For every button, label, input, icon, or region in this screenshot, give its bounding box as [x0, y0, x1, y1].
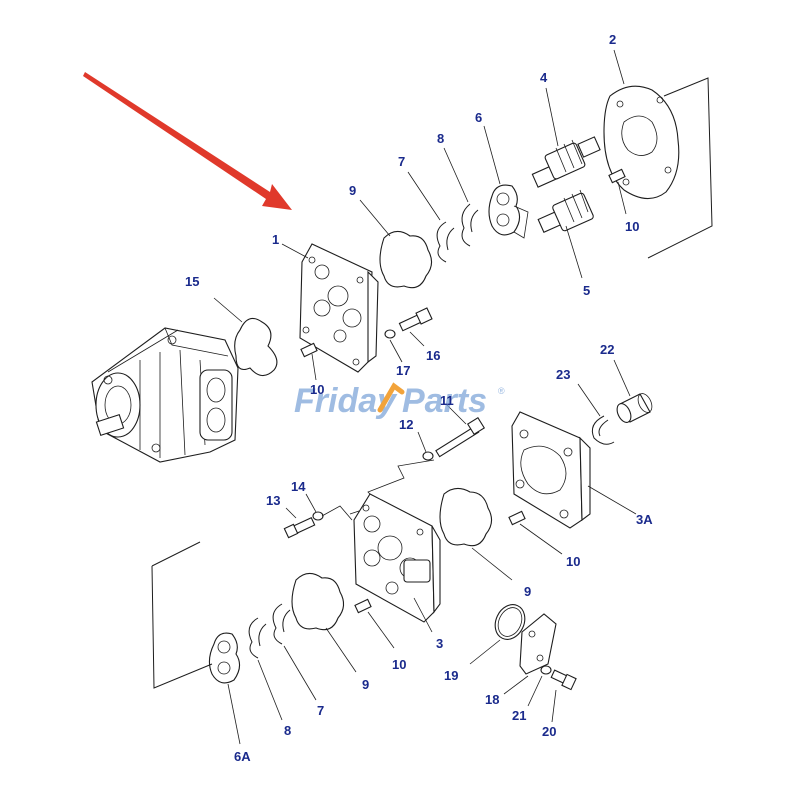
part-20-bolt	[550, 669, 577, 723]
part-8-ring-bottom	[248, 617, 283, 721]
label-8-top: 8	[437, 131, 444, 146]
part-22-bushing	[613, 359, 653, 423]
label-3: 3	[436, 636, 443, 651]
part-7-ring-top	[407, 171, 455, 263]
part-3-housing	[353, 493, 441, 633]
label-17: 17	[396, 363, 410, 378]
part-8-ring-top	[443, 147, 479, 247]
label-10-mid: 10	[566, 554, 580, 569]
part-6-spacer-top	[483, 125, 529, 239]
part-10-pin-top	[300, 342, 318, 381]
label-8-bottom: 8	[284, 723, 291, 738]
part-10-pin-bottom	[354, 598, 395, 649]
label-3a: 3A	[636, 512, 653, 527]
part-1-plate	[299, 243, 379, 373]
label-15: 15	[185, 274, 199, 289]
part-15-gasket	[234, 317, 278, 377]
watermark: Friday Parts ®	[294, 382, 505, 420]
label-23: 23	[556, 367, 570, 382]
label-9-mid: 9	[524, 584, 531, 599]
part-5-driven-gear	[537, 189, 594, 279]
label-10-bottom: 10	[392, 657, 406, 672]
label-2: 2	[609, 32, 616, 47]
pointer-arrow	[83, 72, 292, 210]
label-6a: 6A	[234, 749, 251, 764]
part-6a-spacer-bottom	[151, 541, 241, 745]
label-1: 1	[272, 232, 279, 247]
label-7-bottom: 7	[317, 703, 324, 718]
part-14-washer	[305, 493, 324, 521]
pump-assembly	[91, 327, 239, 463]
part-2-cover	[603, 49, 713, 259]
label-10-top: 10	[310, 382, 324, 397]
part-labels: 1 2 3 3A 4 5 6 6A 7 7 8 8 9 9 9 10 10 10…	[185, 32, 653, 764]
label-16: 16	[426, 348, 440, 363]
part-7-ring-bottom	[272, 603, 317, 701]
watermark-part-2: Parts	[402, 382, 487, 420]
part-21-washer	[527, 665, 552, 707]
part-9-gasket-bottom	[291, 572, 357, 673]
part-11-bolt	[435, 403, 486, 458]
label-18: 18	[485, 692, 499, 707]
part-19-o-ring	[469, 604, 526, 665]
label-12: 12	[399, 417, 413, 432]
label-19: 19	[444, 668, 458, 683]
part-4-drive-shaft	[531, 87, 601, 188]
label-4: 4	[540, 70, 548, 85]
part-16-bolt	[398, 307, 433, 347]
label-5: 5	[583, 283, 590, 298]
label-21: 21	[512, 708, 526, 723]
label-11: 11	[440, 393, 454, 408]
part-23-snap-ring	[577, 383, 615, 445]
label-9-bottom: 9	[362, 677, 369, 692]
label-13: 13	[266, 493, 280, 508]
part-10-pin-right	[608, 168, 627, 215]
part-9-gasket-mid	[439, 487, 513, 581]
label-20: 20	[542, 724, 556, 739]
part-3a-plate	[511, 411, 637, 529]
label-6: 6	[475, 110, 482, 125]
label-9-top: 9	[349, 183, 356, 198]
label-7-top: 7	[398, 154, 405, 169]
part-10-pin-mid	[508, 510, 563, 555]
watermark-part-1: Friday	[294, 382, 398, 420]
part-18-cover-plate	[503, 613, 557, 695]
part-9-gasket-top	[359, 199, 433, 289]
label-14: 14	[291, 479, 306, 494]
part-17-washer	[384, 329, 403, 363]
part-13-bolt	[283, 507, 316, 539]
label-10-right: 10	[625, 219, 639, 234]
label-22: 22	[600, 342, 614, 357]
part-12-washer	[417, 431, 434, 461]
watermark-registered: ®	[498, 386, 505, 396]
